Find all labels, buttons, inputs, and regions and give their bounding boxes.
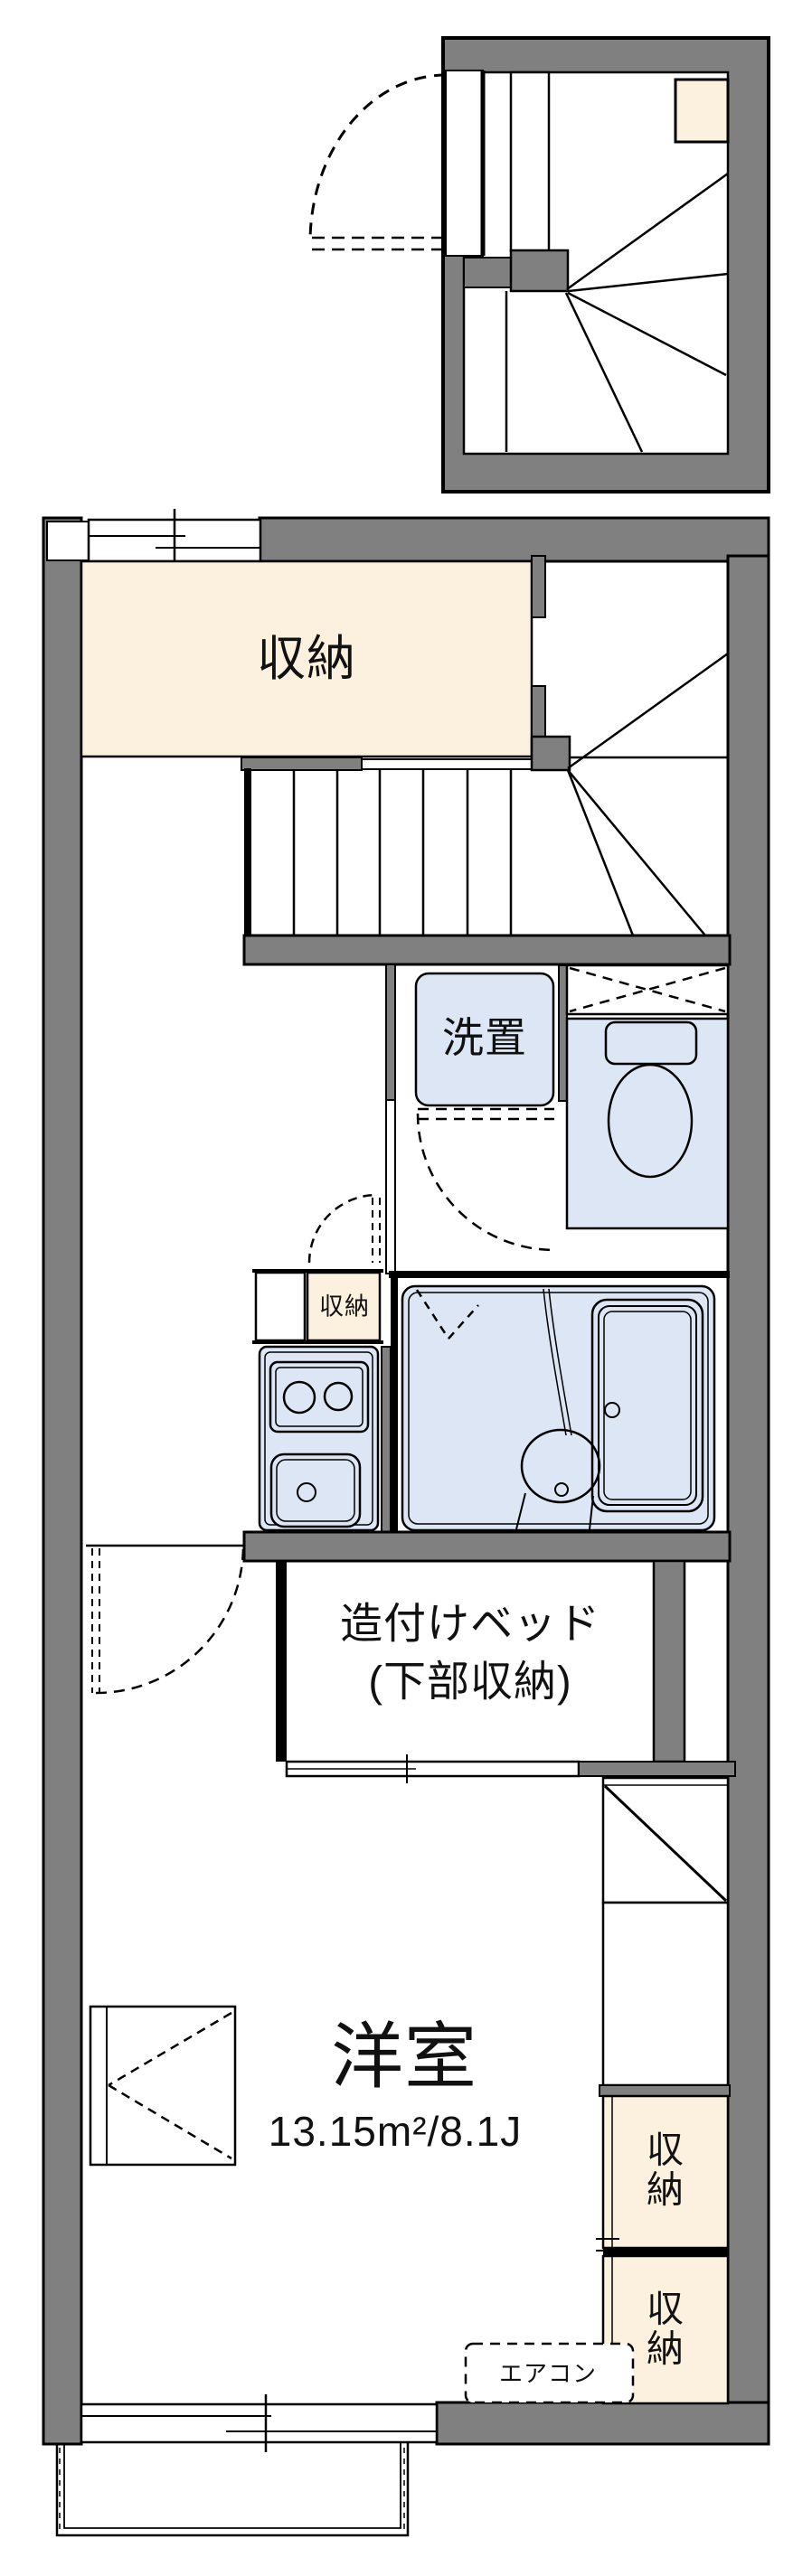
washbasin-icon xyxy=(520,1428,601,1504)
small-storage-row xyxy=(252,1269,383,1344)
closet-column xyxy=(596,1776,731,2405)
bathtub-icon xyxy=(590,1298,704,1513)
room-door-swing-arc xyxy=(95,1547,245,1695)
bottom-wall xyxy=(435,2401,770,2446)
upper-stair-unit xyxy=(308,36,770,494)
laundry-left-wall xyxy=(385,964,396,1101)
aircon-label: エアコン xyxy=(498,2359,598,2387)
storage-right-lower-label: 収 納 xyxy=(647,2288,685,2370)
basin-drain-icon xyxy=(554,1482,569,1497)
entrance-doorway xyxy=(445,70,484,257)
toilet-room xyxy=(558,964,730,1230)
western-room-area: 13.15m²/8.1J xyxy=(268,2108,523,2156)
desk-counter xyxy=(89,2005,237,2167)
bed-left-wall xyxy=(276,1561,287,1762)
room-entry-door xyxy=(86,1544,245,1695)
aircon-box xyxy=(464,2342,635,2404)
bed-label-line1: 造付けベッド xyxy=(340,1599,600,1648)
bathroom xyxy=(381,1271,730,1535)
bath-door-fold-mark xyxy=(415,1289,479,1340)
left-wall xyxy=(42,516,83,2446)
laundry-room xyxy=(385,964,555,1274)
storage-right-upper-label: 収 納 xyxy=(647,2129,685,2211)
entrance-door-leaf xyxy=(312,236,443,251)
toilet-overhead-cabinet xyxy=(565,964,730,1016)
bed-top-wall xyxy=(242,1530,732,1563)
kitchen-bath-wall xyxy=(381,1346,392,1533)
shoe-cabinet xyxy=(674,78,730,144)
toilet-left-wall xyxy=(558,964,568,1102)
vestibule-partition-wall xyxy=(509,71,551,253)
closet-open-box xyxy=(601,1901,730,2087)
stair-side-wall xyxy=(241,757,363,771)
storage-top-label: 収納 xyxy=(257,631,356,686)
laundry-label: 洗置 xyxy=(442,1014,527,1062)
toilet-bowl-icon xyxy=(607,1063,694,1179)
right-wall xyxy=(726,554,770,2446)
wall-segment xyxy=(463,257,514,288)
washing-machine-space xyxy=(414,972,555,1107)
laundry-door xyxy=(416,1107,555,1252)
stove-top xyxy=(269,1360,370,1434)
western-room-name: 洋室 xyxy=(331,2016,477,2097)
wall-segment xyxy=(578,1761,736,1777)
top-window xyxy=(46,509,262,573)
entrance-door-swing-arc xyxy=(308,73,447,243)
kitchen-door xyxy=(307,1193,381,1264)
storage-small-label: 収納 xyxy=(319,1293,370,1321)
stair-treads xyxy=(292,652,729,936)
upper-staircase-treads xyxy=(505,172,729,453)
balcony xyxy=(55,2443,410,2537)
toilet-tank-icon xyxy=(604,1020,698,1066)
bed-room xyxy=(242,1530,736,1783)
overhead-cabinet-cross xyxy=(569,966,726,1013)
bottom-window xyxy=(80,2394,439,2452)
storage-right-upper-box xyxy=(601,2094,730,2250)
tub-drain-icon xyxy=(604,1402,620,1418)
stair-newel-block-main xyxy=(530,735,571,772)
storage-stair-wall xyxy=(530,555,571,772)
bed-closet-wall xyxy=(652,1559,686,1763)
window-return xyxy=(46,521,90,561)
burner-icon xyxy=(323,1381,354,1412)
shower-hose-icon xyxy=(548,1288,572,1436)
bath-floor xyxy=(401,1284,716,1532)
hall-partition-wall xyxy=(385,1099,396,1274)
sink-drain-icon xyxy=(297,1482,316,1502)
storage-top-room xyxy=(80,559,533,758)
storage-small-box xyxy=(306,1271,382,1342)
bed-label-line2: (下部収納) xyxy=(368,1657,572,1706)
kitchen-unit xyxy=(258,1345,380,1532)
burner-icon xyxy=(282,1380,316,1415)
top-wall xyxy=(258,516,770,563)
stair-newel-block xyxy=(509,249,570,293)
counter-box xyxy=(254,1271,307,1342)
main-outer-walls xyxy=(42,516,770,2446)
main-staircase xyxy=(241,652,732,966)
stair-bottom-wall xyxy=(242,934,732,966)
